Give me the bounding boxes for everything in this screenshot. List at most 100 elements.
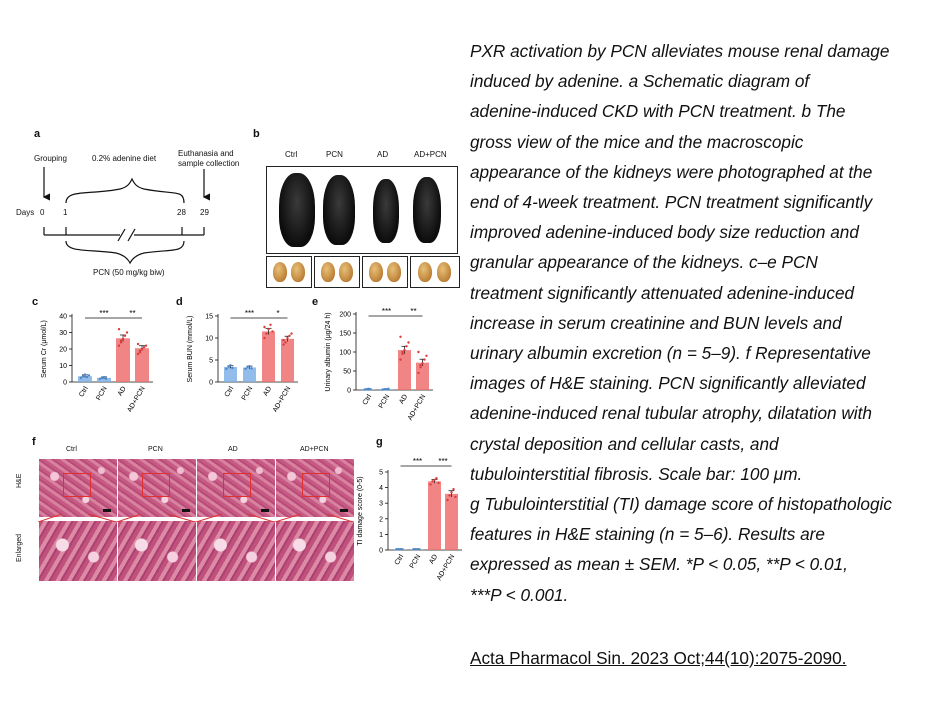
caption-line: expressed as mean ± SEM. *P < 0.05, **P …: [470, 554, 848, 575]
significance-label: **: [410, 307, 416, 316]
data-point: [100, 376, 104, 380]
caption-line: features in H&E staining (n = 5–6). Resu…: [470, 524, 825, 545]
data-point: [81, 375, 85, 378]
caption-line: end of 4-week treatment. PCN treatment s…: [470, 192, 873, 213]
data-point: [416, 548, 419, 551]
day-tick-0: 0: [40, 208, 45, 217]
data-point: [369, 388, 372, 391]
y-axis-label: Serum BUN (mmol/L): [187, 316, 194, 383]
y-tick-label: 10: [205, 336, 213, 343]
pcn-brace: [65, 240, 185, 265]
bar-ad: [398, 350, 411, 390]
data-point: [401, 352, 404, 356]
significance-label: ***: [413, 457, 422, 466]
mouse-ad: [373, 179, 399, 243]
panel-letter-e: e: [312, 296, 319, 308]
data-point: [263, 336, 266, 340]
citation-link[interactable]: Acta Pharmacol Sin. 2023 Oct;44(10):2075…: [470, 648, 847, 668]
significance-label: ***: [438, 457, 447, 466]
photo-label-pcn: PCN: [326, 150, 343, 159]
y-axis-label: TI damage score (0-5): [357, 476, 364, 545]
x-tick-label: AD: [398, 394, 409, 406]
data-point: [119, 339, 123, 342]
data-point: [419, 364, 422, 367]
data-point: [248, 364, 251, 368]
data-point: [244, 367, 247, 370]
mouse-ctrl: [279, 173, 315, 247]
data-point: [140, 347, 144, 351]
caption-line: crystal deposition and cellular casts, a…: [470, 433, 779, 454]
data-point: [431, 480, 434, 483]
data-point: [98, 377, 102, 380]
histo-enlarged-ctrl: [38, 520, 118, 582]
data-point: [399, 335, 402, 338]
data-point: [412, 548, 415, 551]
data-point: [419, 366, 422, 369]
x-tick-label: AD+PCN: [272, 386, 292, 413]
pcn-dose-label: PCN (50 mg/kg biw): [93, 268, 165, 277]
caption-line: adenine-induced CKD with PCN treatment. …: [470, 101, 846, 122]
diet-label: 0.2% adenine diet: [92, 154, 157, 163]
y-tick-label: 30: [59, 330, 67, 337]
histo-enlarged-ad: [196, 520, 276, 582]
data-point: [421, 362, 424, 365]
photo-label-adpcn: AD+PCN: [414, 150, 447, 159]
data-point: [125, 331, 129, 334]
caption-line: treatment significantly attenuated adeni…: [470, 282, 855, 303]
data-point: [425, 354, 428, 357]
bar-ctrl: [224, 367, 237, 382]
panel-letter-c: c: [32, 296, 39, 308]
significance-label: *: [276, 309, 279, 318]
x-tick-label: AD: [262, 386, 273, 398]
bar-ad: [428, 481, 441, 550]
data-point: [452, 487, 455, 491]
kidney-photo-ctrl: [266, 256, 312, 288]
bar-pcn: [97, 377, 111, 382]
data-point: [403, 348, 406, 352]
caption-line: ***P < 0.001.: [470, 584, 569, 605]
data-point: [246, 365, 249, 369]
y-tick-label: 200: [339, 312, 351, 319]
caption-line: images of H&E staining. PCN significantl…: [470, 373, 866, 394]
y-tick-label: 3: [379, 501, 383, 508]
caption-line: granular appearance of the kidneys. c–e …: [470, 252, 818, 273]
y-tick-label: 5: [379, 470, 383, 477]
data-point: [263, 325, 266, 329]
data-point: [231, 366, 234, 370]
zoom-connectors: [38, 514, 354, 522]
data-point: [250, 367, 253, 370]
y-tick-label: 15: [205, 314, 213, 321]
caption-line: adenine-induced renal tubular atrophy, d…: [470, 403, 872, 424]
data-point: [119, 341, 123, 344]
sample-label: sample collection: [178, 159, 240, 168]
data-point: [102, 375, 106, 379]
x-tick-label: PCN: [409, 554, 422, 570]
data-point: [138, 351, 142, 354]
caption-line: urinary albumin excretion (n = 5–9). f R…: [470, 343, 871, 364]
histo-label-adpcn: AD+PCN: [300, 446, 329, 453]
data-point: [229, 364, 232, 367]
bar-ad-pcn: [135, 348, 149, 382]
y-tick-label: 0: [379, 548, 383, 555]
kidney-photo-adpcn: [410, 256, 460, 288]
data-point: [383, 388, 386, 391]
y-tick-label: 1: [379, 532, 383, 539]
data-point: [87, 374, 91, 377]
x-tick-label: AD+PCN: [436, 554, 456, 582]
y-tick-label: 5: [209, 358, 213, 365]
histo-he-ad: [196, 458, 276, 518]
y-tick-label: 100: [339, 350, 351, 357]
grouping-label: Grouping: [34, 154, 67, 163]
panel-letter-f: f: [32, 436, 36, 448]
histo-label-ctrl: Ctrl: [66, 446, 77, 453]
x-tick-label: Ctrl: [78, 385, 90, 398]
data-point: [121, 337, 125, 341]
y-tick-label: 20: [59, 347, 67, 354]
data-point: [227, 365, 230, 368]
x-tick-label: PCN: [241, 386, 254, 402]
data-point: [271, 330, 274, 333]
y-tick-label: 0: [63, 380, 67, 387]
kidney-photo-pcn: [314, 256, 360, 288]
euthanasia-label: Euthanasia and: [178, 149, 234, 158]
